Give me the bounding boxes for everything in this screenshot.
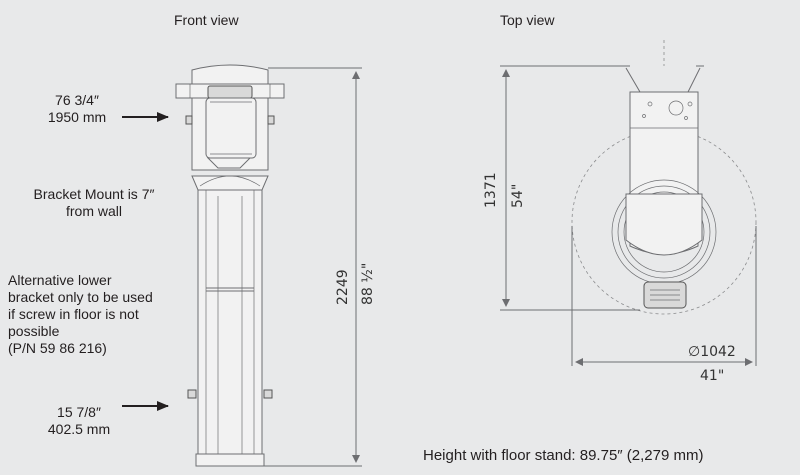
- lower-mount-mm: 402.5 mm: [47, 421, 111, 437]
- depth-mm: 1371: [483, 172, 499, 208]
- alt-note-line-2: bracket only to be used: [8, 289, 153, 305]
- lower-right-tab: [263, 389, 273, 399]
- base: [195, 453, 265, 467]
- upper-mount-inches: 76 3/4″: [55, 92, 99, 108]
- top-cap: [191, 64, 269, 85]
- arm-head: [625, 193, 703, 256]
- bracket-plate: [191, 175, 269, 191]
- motor-top: [207, 85, 253, 99]
- diameter-mm: ∅1042: [688, 344, 736, 360]
- alt-note-line-5: (P/N 59 86 216): [8, 340, 107, 356]
- lower-mount-inches: 15 7/8″: [57, 404, 101, 420]
- alt-bracket-note: Alternative lower bracket only to be use…: [8, 272, 153, 357]
- depth-in: 54": [510, 184, 526, 208]
- column: [197, 189, 263, 455]
- floor-stand-height-note: Height with floor stand: 89.75″ (2,279 m…: [423, 447, 704, 464]
- lower-left-tab: [187, 389, 197, 399]
- upper-mount-mm: 1950 mm: [47, 109, 107, 125]
- diameter-in: 41": [700, 368, 724, 384]
- lower-mount-label: 15 7/8″ 402.5 mm: [40, 404, 118, 438]
- bracket-mount-note: Bracket Mount is 7″ from wall: [22, 186, 166, 220]
- top-view-title: Top view: [500, 12, 555, 28]
- alt-note-line-1: Alternative lower: [8, 272, 112, 288]
- funnel: [206, 157, 252, 169]
- front-view-drawing: 2249 88 ½": [122, 64, 376, 467]
- alt-note-line-4: possible: [8, 323, 60, 339]
- height-in: 88 ½": [360, 263, 376, 305]
- height-mm: 2249: [335, 269, 351, 305]
- motor-unit: [205, 97, 257, 159]
- upper-right-tab: [267, 115, 275, 125]
- bracket-note-line-2: from wall: [65, 203, 122, 219]
- upper-left-tab: [185, 115, 193, 125]
- front-view-title: Front view: [174, 12, 239, 28]
- upper-mount-label: 76 3/4″ 1950 mm: [40, 92, 114, 126]
- top-view-drawing: 1371 54" ∅1042 41": [483, 40, 757, 384]
- alt-note-line-3: if screw in floor is not: [8, 306, 139, 322]
- bracket-note-line-1: Bracket Mount is 7″: [33, 186, 155, 202]
